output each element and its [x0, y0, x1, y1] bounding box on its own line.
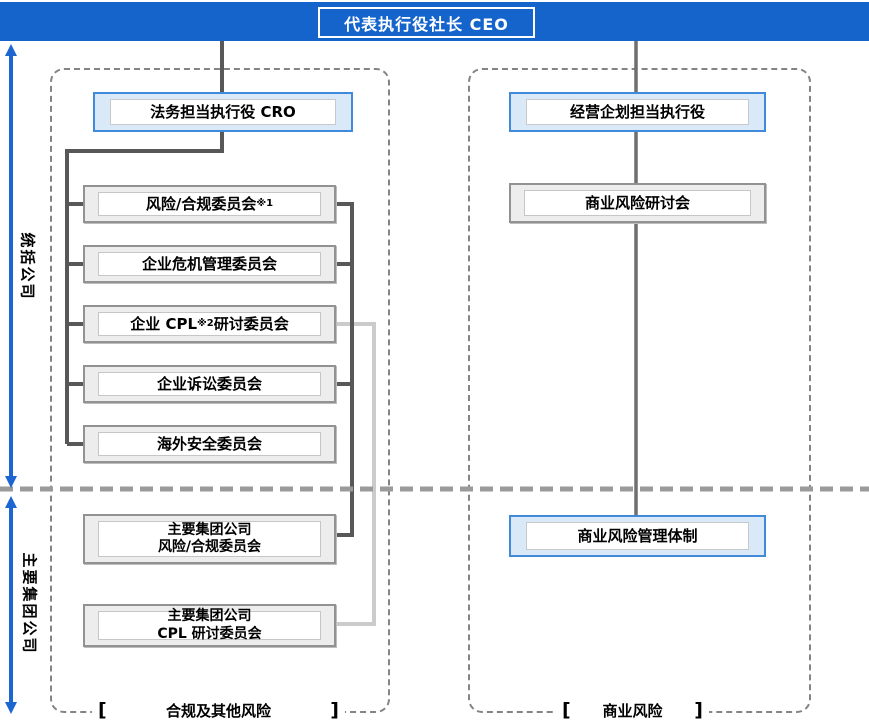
bracket-open: [: [98, 699, 107, 721]
committee-box-crisis-management: 企业危机管理委员会: [83, 245, 336, 283]
light-connector-line: [336, 322, 376, 626]
committee-box-overseas-safety: 海外安全委员会: [83, 425, 336, 463]
group-committee-line1: 主要集团公司: [167, 608, 252, 624]
scope-arrow-bottom: [5, 496, 17, 714]
group-committee-line2: 风险/合规委员会: [157, 539, 262, 555]
right-dark-connector-line: [336, 202, 354, 537]
cro-box: 法务担当执行役 CRO: [93, 92, 353, 132]
business-planning-executive-box: 经营企划担当执行役: [509, 92, 766, 132]
business-risk-council-box: 商业风险研讨会: [509, 183, 766, 223]
ceo-label: 代表执行役社长 CEO: [344, 14, 509, 34]
committee-label: 海外安全委员会: [156, 434, 262, 453]
committee-box-risk-compliance: 风险/合规委员会※1: [83, 185, 336, 223]
ceo-header-bar: 代表执行役社长 CEO: [0, 2, 869, 41]
cro-label: 法务担当执行役 CRO: [150, 102, 296, 121]
scope-label-holding-company: 统括公司: [18, 232, 37, 301]
right-panel-footer: [ 商业风险 ]: [556, 697, 709, 723]
committee-label: 风险/合规委员会: [145, 194, 257, 213]
council-label: 商业风险研讨会: [584, 193, 690, 212]
left-panel-footer: [ 合规及其他风险 ]: [92, 697, 345, 723]
committee-label: 企业诉讼委员会: [156, 374, 262, 393]
executive-label: 经营企划担当执行役: [569, 102, 705, 121]
group-committee-line2: CPL 研讨委员会: [157, 625, 262, 642]
management-label: 商业风险管理体制: [577, 526, 698, 545]
bracket-open: [: [562, 699, 571, 721]
committee-label: 企业 CPL: [130, 314, 198, 333]
scope-label-major-group-companies: 主要集团公司: [20, 552, 39, 655]
group-committee-box-risk-compliance: 主要集团公司 风险/合规委员会: [83, 514, 336, 564]
committee-label: 企业危机管理委员会: [141, 254, 277, 273]
committee-box-litigation: 企业诉讼委员会: [83, 365, 336, 403]
business-risk-label: 商业风险: [602, 701, 663, 720]
group-committee-line1: 主要集团公司: [167, 521, 252, 538]
group-committee-box-cpl-study: 主要集团公司 CPL 研讨委员会: [83, 604, 336, 647]
compliance-other-risk-label: 合规及其他风险: [165, 701, 271, 720]
bracket-close: ]: [330, 699, 339, 721]
scope-arrow-top: [5, 44, 17, 488]
bracket-close: ]: [694, 699, 703, 721]
left-dark-connector-line: [65, 41, 224, 446]
business-risk-management-box: 商业风险管理体制: [509, 515, 766, 557]
ceo-box: 代表执行役社长 CEO: [318, 7, 535, 38]
